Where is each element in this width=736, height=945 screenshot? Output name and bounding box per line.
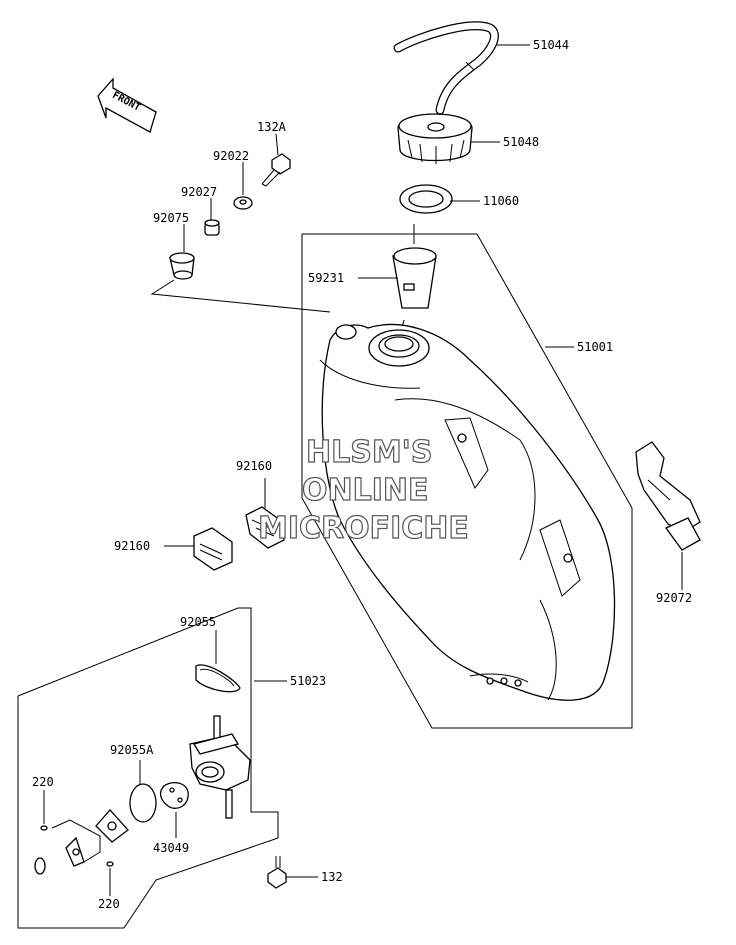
label-43049: 43049 [153, 841, 189, 855]
watermark-line-3: MICROFICHE [258, 511, 469, 546]
label-51048: 51048 [503, 135, 539, 149]
label-92027: 92027 [181, 185, 217, 199]
label-59231: 59231 [308, 271, 344, 285]
fuel-cock-group-outline [17, 607, 279, 929]
label-92072: 92072 [656, 591, 692, 605]
washer-92022 [233, 196, 253, 210]
collar-92027 [204, 219, 220, 236]
label-92075: 92075 [153, 211, 189, 225]
watermark-line-1: HLSM'S [306, 435, 432, 470]
screw-220-upper [40, 825, 48, 831]
label-220-upper: 220 [32, 775, 54, 789]
screw-220-lower [106, 861, 114, 867]
lever-bracket [34, 809, 129, 875]
filler-filter [392, 247, 437, 309]
filter-screen-92055 [195, 664, 241, 693]
label-92055: 92055 [180, 615, 216, 629]
label-51044: 51044 [533, 38, 569, 52]
label-220-lower: 220 [98, 897, 120, 911]
fuel-tank [319, 323, 616, 701]
damper-pad-lower [193, 527, 233, 571]
damper-pad-upper [245, 506, 285, 549]
label-92160-lower: 92160 [114, 539, 150, 553]
front-arrow-icon: FRONT [97, 77, 157, 133]
watermark-line-2: ONLINE [302, 473, 429, 508]
o-ring-92055a [129, 783, 157, 823]
fuel-cock [189, 715, 251, 819]
label-92055a: 92055A [110, 743, 154, 757]
label-92160-upper: 92160 [236, 459, 272, 473]
label-132a: 132A [257, 120, 287, 134]
label-92022: 92022 [213, 149, 249, 163]
label-51023: 51023 [290, 674, 326, 688]
grommet-92075 [169, 252, 195, 280]
cap-gasket [399, 184, 453, 214]
fuel-hose [393, 21, 499, 115]
fuel-cap [397, 113, 473, 164]
label-132: 132 [321, 870, 343, 884]
tank-group-outline [301, 233, 633, 729]
tank-strap [635, 441, 701, 551]
label-51001: 51001 [577, 340, 613, 354]
bolt-132a [261, 153, 291, 187]
gasket-43049 [159, 781, 189, 809]
bolt-132 [267, 856, 287, 889]
label-11060: 11060 [483, 194, 519, 208]
